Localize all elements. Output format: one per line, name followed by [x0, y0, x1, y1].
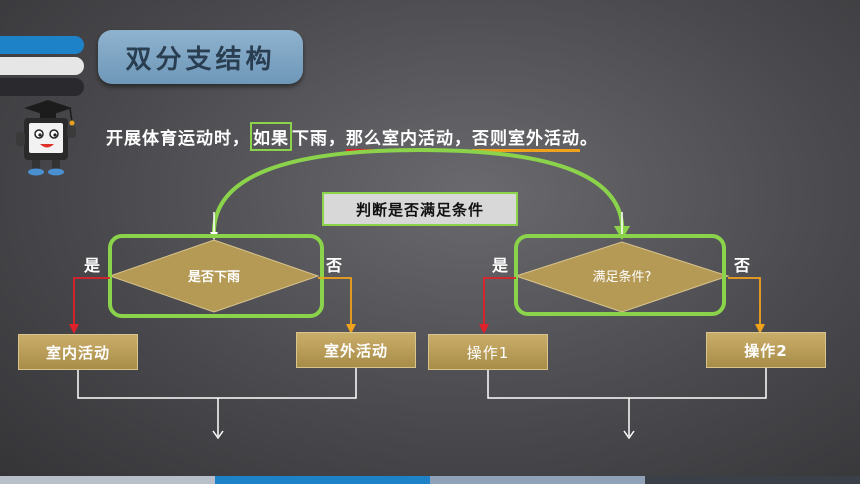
highlight-frame-right [514, 234, 726, 316]
stripe-blue [0, 36, 84, 54]
decor-stripes [0, 36, 84, 99]
connector-arc [211, 147, 625, 237]
yes-label-right: 是 [492, 256, 509, 275]
bottom-segment [215, 476, 430, 484]
no-arrowhead-right [755, 324, 765, 334]
decision-diamond-left [108, 239, 320, 313]
intro-sentence: 开展体育运动时，如果下雨，那么室内活动，否则室外活动。 [106, 122, 598, 152]
no-label-left: 否 [326, 256, 343, 275]
yes-label-left: 是 [84, 256, 101, 275]
highlight-frame-left [108, 234, 324, 318]
exit-arrowhead-right [623, 430, 635, 440]
yes-branch-left [73, 277, 110, 328]
bottom-segment [430, 476, 645, 484]
condition-word: 下雨 [292, 129, 328, 149]
stripe-dark [0, 78, 84, 96]
period: 。 [580, 129, 598, 149]
action-box-op1: 操作1 [428, 334, 548, 370]
no-label-right: 否 [734, 256, 751, 275]
stripe-light [0, 57, 84, 75]
yes-arrowhead-left [69, 324, 79, 334]
comma: ， [328, 129, 346, 149]
sentence-part1: 开展体育运动时， [106, 129, 250, 149]
bottom-segment [0, 476, 215, 484]
action-box-outdoor: 室外活动 [296, 332, 416, 368]
decision-diamond-right [514, 241, 730, 313]
title-box: 双分支结构 [98, 30, 303, 84]
no-branch-left [318, 277, 352, 328]
bottom-color-bar [0, 476, 860, 484]
yes-branch-right [483, 277, 516, 328]
decision-text-right: 满足条件? [592, 270, 652, 285]
comma: ， [454, 129, 472, 149]
then-clause: 那么室内活动 [346, 129, 454, 152]
bottom-segment [645, 476, 860, 484]
no-branch-right [728, 277, 761, 328]
action-box-op2: 操作2 [706, 332, 826, 368]
action-box-indoor: 室内活动 [18, 334, 138, 370]
decision-text-left: 是否下雨 [187, 270, 240, 285]
no-arrowhead-left [346, 324, 356, 334]
mascot-icon [10, 98, 80, 178]
exit-arrowhead-left [212, 430, 224, 440]
merge-line-right [487, 368, 767, 399]
if-word: 如果 [250, 122, 292, 151]
merge-line-left [77, 368, 357, 399]
else-clause: 否则室外活动 [472, 129, 580, 152]
page-title: 双分支结构 [125, 44, 276, 75]
judge-condition-label: 判断是否满足条件 [322, 192, 518, 226]
yes-arrowhead-right [479, 324, 489, 334]
